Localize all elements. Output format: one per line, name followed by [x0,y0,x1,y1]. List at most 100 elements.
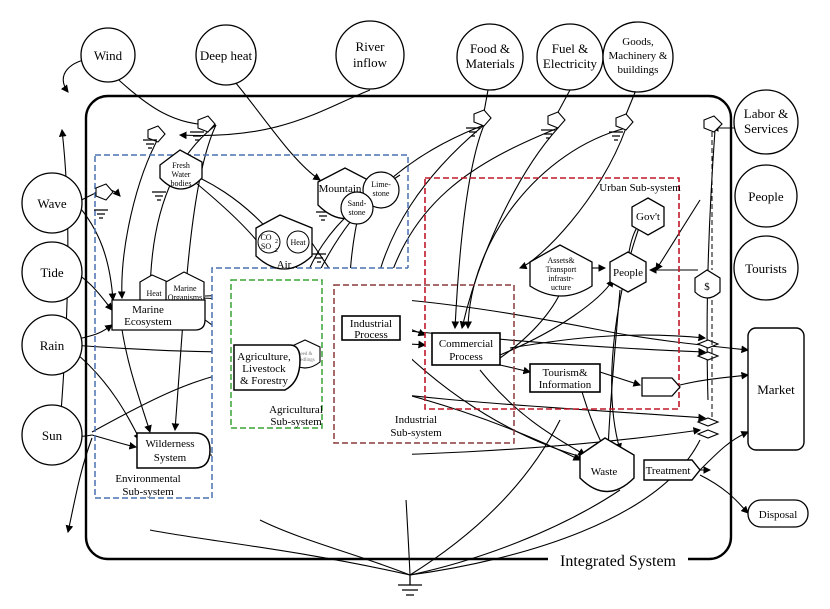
source-labor-label-1: Labor & [744,106,788,121]
industrial-process: Industrial Process [341,315,401,341]
marine-ecosystem-label-2: Ecosystem [124,316,172,328]
money-label: $ [704,281,710,293]
people-urban-label: People [613,267,643,279]
industrial-subsystem-box [333,284,515,444]
source-tide: Tide [21,241,83,303]
urban-subsystem-box [424,177,680,410]
limestone-label-2: stone [373,189,390,198]
tourism-label-2: Information [539,379,592,391]
air-tank: CO SO 2 2 Heat Air [255,214,313,271]
source-sun-label: Sun [42,428,63,443]
source-wind: Wind [80,27,136,83]
seed-label-2: Seedlings [295,358,314,363]
interaction-gates [95,109,723,439]
commercial-label-2: Process [449,351,483,363]
source-food-label-2: Materials [465,56,514,71]
gov-label: Gov't [636,211,660,223]
market-box: Market [747,327,805,451]
wilderness-label-2: System [154,452,187,464]
so2-label: SO [261,242,271,251]
urban-subsystem-label: Urban Sub-system [599,182,681,194]
source-wind-label: Wind [94,48,123,63]
marine-organisms-label-1: Marine [173,284,197,293]
air-heat-label: Heat [290,238,306,247]
industrial-subsystem-label-2: Sub-system [390,427,442,439]
tourism-process: Tourism& Information [529,363,601,393]
agricultural-subsystem-box [230,279,323,429]
assets-label-4: ucture [551,283,571,292]
so2-subscript: 2 [275,248,278,254]
source-river-inflow: River inflow [335,20,405,90]
source-labor-services: Labor & Services [733,89,799,155]
treatment-label: Treatment [646,465,691,477]
industrial-subsystem-label-1: Industrial [395,414,437,426]
source-rain: Rain [21,314,83,376]
environmental-subsystem-label-1: Environmental [115,473,180,485]
market-label: Market [757,382,795,397]
industrial-label-2: Process [354,329,388,341]
source-deep-heat-label: Deep heat [200,48,253,63]
system-title-bg [548,550,688,570]
marine-ecosystem-label-1: Marine [132,304,164,316]
sandstone-label-2: stone [349,208,366,217]
marine-heat-label: Heat [146,289,162,298]
source-people: People [734,164,798,228]
agri-label-1: Agriculture, [237,351,291,363]
government-hexagon: Gov't [631,197,665,236]
assets-label-1: Assets& [547,256,575,265]
integrated-system-boundary [84,94,733,561]
heat-sink-symbols [94,127,623,596]
marine-organisms-label-2: Organisms [168,293,203,302]
agricultural-subsystem-label-2: Sub-system [270,416,322,428]
source-tourists-label: Tourists [745,261,787,276]
commercial-label-1: Commercial [439,338,493,350]
sandstone-label-1: Sand- [348,199,367,208]
source-people-label: People [748,189,784,204]
source-fuel-electricity: Fuel & Electricity [536,23,604,91]
disposal-label: Disposal [759,509,798,521]
co2-label: CO [260,233,271,242]
source-wave: Wave [21,172,83,234]
source-goods-label-2: Machinery & [609,50,668,62]
disposal-box: Disposal [747,499,809,528]
agriculture-process: Agriculture, Livestock & Forestry [233,344,301,391]
agri-label-3: & Forestry [240,375,288,387]
air-label: Air [277,259,292,271]
industrial-label-1: Industrial [350,318,392,330]
source-food-materials: Food & Materials [456,23,524,91]
assets-label-3: infrastr- [548,274,574,283]
fresh-water-label-1: Fresh [172,161,190,170]
source-wave-label: Wave [37,196,66,211]
treatment-process: Treatment [643,459,701,481]
marine-ecosystem-process: Marine Ecosystem [111,299,206,331]
geology-tank: Mountain Lime- stone Sand- stone [317,167,400,225]
urban-exchange-pentagon [641,377,681,397]
co2-subscript: 2 [275,239,278,245]
money-tank: $ [694,269,721,299]
source-tourists: Tourists [733,235,799,301]
agricultural-subsystem-label-1: Agricultural [269,404,323,416]
assets-label-2: Transport [546,265,578,274]
wilderness-label-1: Wilderness [145,438,194,450]
source-sun: Sun [21,404,83,466]
source-tide-label: Tide [40,265,64,280]
source-goods-label-1: Goods, [622,36,654,48]
limestone-label-1: Lime- [371,180,391,189]
environmental-subsystem-notch [211,267,408,498]
integrated-system-title: Integrated System [560,553,677,570]
assets-tank: Assets& Transport infrastr- ucture [529,244,593,297]
source-food-label-1: Food & [470,41,510,56]
source-fuel-label-2: Electricity [543,56,598,71]
seed-label-1: Seed & [298,352,313,357]
agri-label-2: Livestock [242,363,286,375]
source-goods: Goods, Machinery & buildings [602,21,674,93]
tourism-label-1: Tourism& [542,367,588,379]
source-river-label-2: inflow [353,55,388,70]
people-hexagon: People [609,251,647,293]
fresh-water-label-2: Water [172,170,191,179]
source-fuel-label-1: Fuel & [552,41,588,56]
source-deep-heat: Deep heat [195,24,257,86]
fresh-water-label-3: bodies [171,179,192,188]
